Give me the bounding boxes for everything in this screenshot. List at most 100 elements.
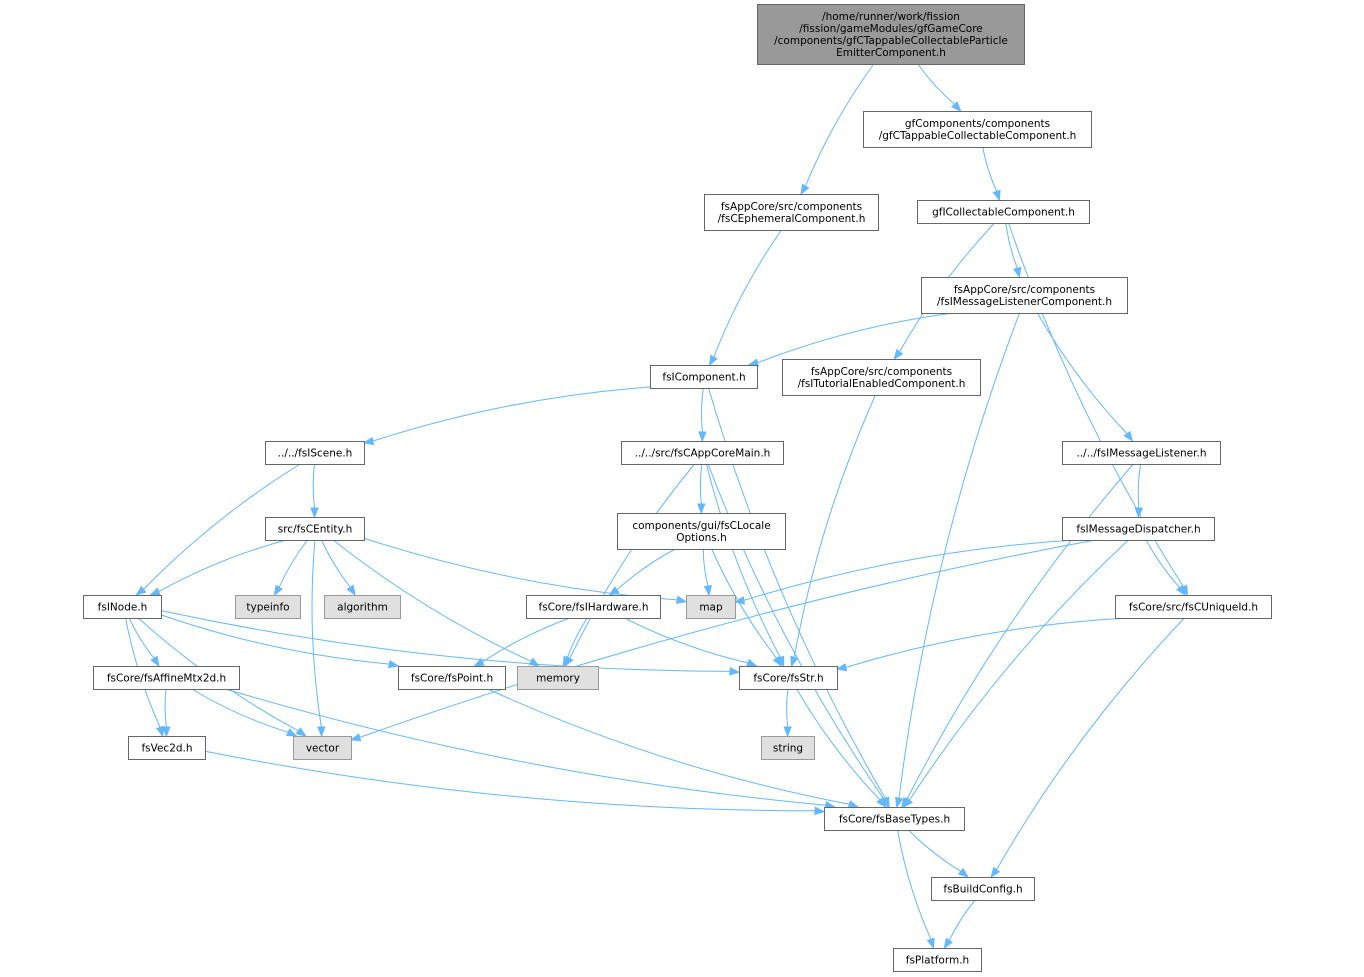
node-fs-itutorial[interactable]: fsAppCore/src/components/fsITutorialEnab… (782, 359, 981, 396)
edge-fs-centity-to-fs-inode (149, 539, 287, 596)
node-label-line: fsCore/fsPoint.h (411, 673, 493, 685)
node-map: map (686, 595, 736, 619)
node-label-line: /fission/gameModules/gfGameCore (799, 23, 983, 35)
node-box (782, 359, 981, 396)
node-box (293, 736, 352, 760)
node-fs-icomponent[interactable]: fsIComponent.h (650, 365, 758, 389)
node-box (83, 595, 162, 619)
node-box (265, 441, 365, 465)
node-fs-centity[interactable]: src/fsCEntity.h (265, 517, 365, 541)
node-box (93, 666, 240, 690)
edge-fs-affine-mtx-to-fs-vec2d (162, 688, 171, 738)
node-label-line: fsCore/fsIHardware.h (539, 602, 649, 614)
node-root[interactable]: /home/runner/work/fission/fission/gameMo… (757, 4, 1025, 65)
edge-fs-ihardware-to-memory (562, 617, 588, 668)
node-label-line: EmitterComponent.h (836, 47, 946, 59)
node-label-line: algorithm (337, 602, 388, 614)
node-label-line: fsIComponent.h (662, 372, 745, 384)
node-string: string (761, 736, 815, 760)
node-fs-imsg-dispatcher[interactable]: fsIMessageDispatcher.h (1062, 517, 1215, 541)
node-box (1062, 441, 1221, 465)
node-fs-imsg-listener[interactable]: ../../fsIMessageListener.h (1062, 441, 1221, 465)
edge-gf-tappable-to-gf-icollectable (982, 146, 1001, 202)
node-fs-imsg-listener-comp[interactable]: fsAppCore/src/components/fsIMessageListe… (921, 277, 1128, 314)
node-label-line: gfICollectableComponent.h (932, 207, 1075, 219)
node-label-line: fsAppCore/src/components (811, 366, 952, 378)
edge-fs-centity-to-algorithm (321, 539, 356, 597)
node-label-line: /fsIMessageListenerComponent.h (937, 296, 1112, 308)
node-fs-iscene[interactable]: ../../fsIScene.h (265, 441, 365, 465)
node-vector: vector (293, 736, 352, 760)
node-fs-ihardware[interactable]: fsCore/fsIHardware.h (526, 595, 661, 619)
node-label-line: components/gui/fsCLocale (632, 520, 770, 532)
node-fs-point[interactable]: fsCore/fsPoint.h (398, 666, 506, 690)
node-label-line: Options.h (676, 532, 727, 544)
node-label-line: ../../fsIScene.h (278, 448, 353, 460)
node-fs-vec2d[interactable]: fsVec2d.h (128, 736, 206, 760)
node-fs-build-config[interactable]: fsBuildConfig.h (931, 877, 1035, 901)
node-box (739, 666, 838, 690)
node-gf-icollectable[interactable]: gfICollectableComponent.h (917, 200, 1090, 224)
node-fs-cephemeral[interactable]: fsAppCore/src/components/fsCEphemeralCom… (704, 194, 879, 231)
node-box (265, 517, 365, 541)
node-fs-inode[interactable]: fsINode.h (83, 595, 162, 619)
node-fs-affine-mtx[interactable]: fsCore/fsAffineMtx2d.h (93, 666, 240, 690)
node-box (617, 513, 786, 550)
node-box (893, 948, 982, 972)
edge-fs-icomponent-to-fs-capp-core-main (698, 387, 707, 443)
edge-fs-iscene-to-fs-inode (135, 463, 301, 596)
node-label-line: string (773, 743, 803, 755)
edge-root-to-fs-cephemeral (800, 63, 875, 196)
edge-fs-centity-to-vector (311, 539, 326, 738)
node-label-line: src/fsCEntity.h (278, 524, 353, 536)
node-gf-tappable[interactable]: gfComponents/components/gfCTappableColle… (863, 111, 1092, 148)
node-label-line: fsCore/fsBaseTypes.h (839, 814, 950, 826)
node-label-line: /components/gfCTappableCollectablePartic… (774, 35, 1008, 47)
node-fs-base-types[interactable]: fsCore/fsBaseTypes.h (824, 807, 965, 831)
edge-fs-imsg-listener-to-fs-imsg-dispatcher (1134, 463, 1144, 519)
edge-fs-inode-to-fs-str (160, 610, 741, 676)
edge-fs-affine-mtx-to-vector (191, 688, 298, 737)
node-label-line: typeinfo (246, 602, 289, 614)
edge-fs-capp-core-main-to-fs-str (705, 463, 785, 668)
node-box (863, 111, 1092, 148)
node-label-line: /fsCEphemeralComponent.h (718, 213, 866, 225)
edge-fs-imsg-dispatcher-to-vector (349, 539, 1096, 742)
edge-fs-imsg-listener-to-fs-base-types (900, 463, 1134, 809)
node-fs-cunique-id[interactable]: fsCore/src/fsCUniqueId.h (1115, 595, 1272, 619)
node-box (1062, 517, 1215, 541)
node-fs-platform[interactable]: fsPlatform.h (893, 948, 982, 972)
node-fs-capp-core-main[interactable]: ../../src/fsCAppCoreMain.h (621, 441, 784, 465)
edge-fs-vec2d-to-fs-base-types (204, 750, 826, 815)
edge-fs-cunique-id-to-fs-str (835, 617, 1128, 672)
node-box (824, 807, 965, 831)
node-label-line: /home/runner/work/fission (822, 11, 960, 23)
node-box (526, 595, 661, 619)
edge-fs-build-config-to-fs-platform (943, 899, 976, 950)
node-fs-str[interactable]: fsCore/fsStr.h (739, 666, 838, 690)
edge-fs-imsg-listener-comp-to-fs-icomponent (747, 312, 954, 367)
node-box (931, 877, 1035, 901)
node-label-line: gfComponents/components (905, 118, 1050, 130)
edge-fs-cephemeral-to-fs-icomponent (708, 229, 782, 367)
edge-fs-clocale-to-map (702, 548, 713, 597)
edge-fs-capp-core-main-to-fs-clocale (697, 463, 706, 515)
node-box (517, 666, 599, 690)
edge-fs-ihardware-to-fs-point (473, 617, 571, 667)
node-label-line: ../../src/fsCAppCoreMain.h (635, 448, 771, 460)
node-algorithm: algorithm (324, 595, 401, 619)
node-box (921, 277, 1128, 314)
edge-gf-icollectable-to-fs-imsg-listener-comp (1005, 222, 1022, 279)
node-box (704, 194, 879, 231)
edge-fs-centity-to-typeinfo (273, 539, 308, 597)
node-label-line: fsPlatform.h (906, 955, 969, 967)
node-label-line: /gfCTappableCollectableComponent.h (879, 130, 1077, 142)
node-label-line: fsCore/src/fsCUniqueId.h (1129, 602, 1258, 614)
node-label-line: memory (536, 673, 580, 685)
nodes-layer: /home/runner/work/fission/fission/gameMo… (83, 4, 1272, 972)
edge-fs-itutorial-to-fs-str (790, 394, 876, 668)
node-label-line: fsVec2d.h (141, 743, 192, 755)
node-box (1115, 595, 1272, 619)
